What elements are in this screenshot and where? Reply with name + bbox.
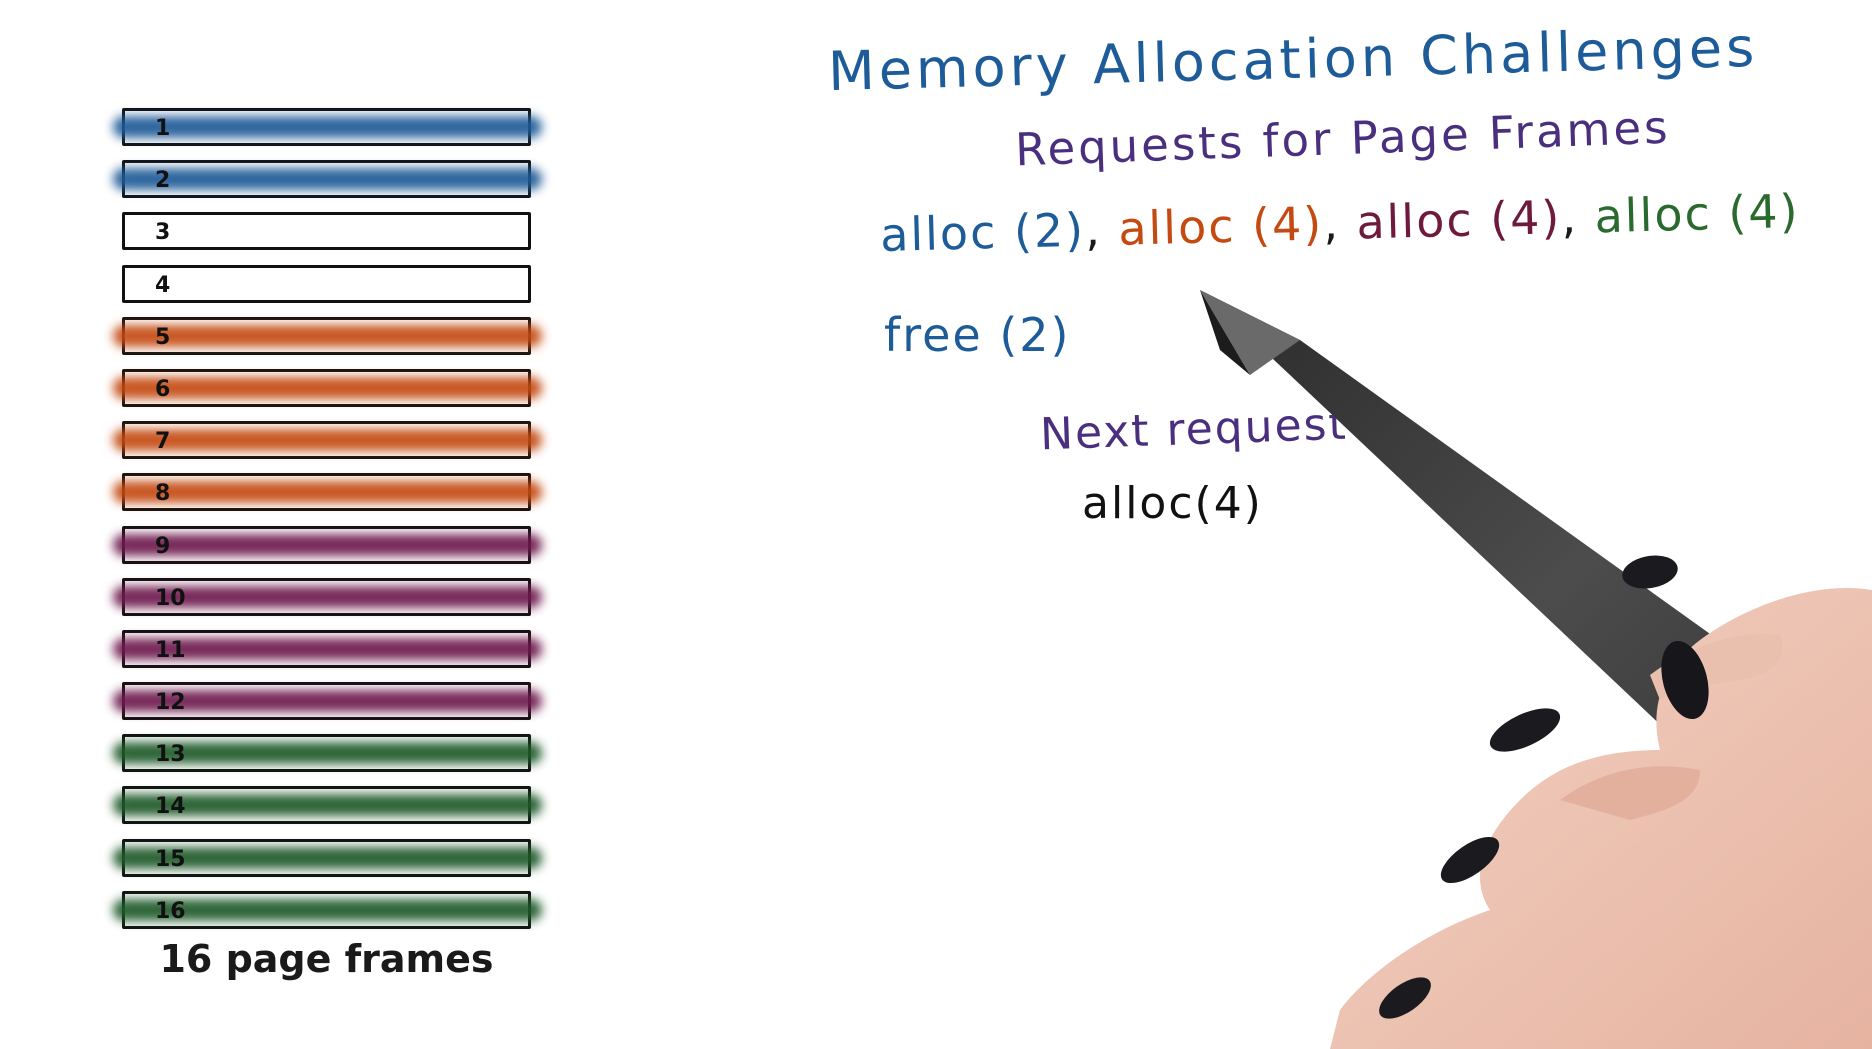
request-sequence: alloc (2), alloc (4), alloc (4), alloc (… [879,184,1800,262]
page-frame: 16 [113,890,542,929]
page-frame: 14 [113,786,542,825]
page-frame: 3 [122,212,531,251]
page-frame-fill [113,794,542,817]
page-frame: 4 [122,264,531,303]
alloc-request: alloc (2) [879,202,1086,263]
page-frame-number: 6 [155,376,171,402]
page-frame-fill [113,481,542,504]
alloc-request: alloc (4) [1593,183,1801,244]
page-frame: 5 [113,316,542,355]
page-frame-number: 10 [155,585,186,611]
request-separator: , [1560,189,1596,245]
page-frame-fill [113,846,542,869]
page-frame: 9 [113,525,542,564]
next-request-value: alloc(4) [1082,478,1263,529]
page-frame-fill [113,376,542,399]
page-frame: 13 [113,734,542,773]
page-frame-fill [113,898,542,921]
page-frame-number: 7 [155,429,171,455]
hand [1330,555,1872,1049]
page-frame: 8 [113,473,542,512]
page-frame-number: 14 [155,794,186,820]
page-frame-number: 15 [155,846,186,872]
page-frame: 11 [113,629,542,668]
page-frame: 12 [113,682,542,721]
page-frame: 15 [113,838,542,877]
page-frame-number: 3 [155,220,171,246]
page-frame-number: 5 [155,324,171,350]
page-frame-fill [113,690,542,713]
page-frame-fill [113,533,542,556]
page-frame-number: 11 [155,637,186,663]
page-frame-fill [113,324,542,347]
page-frame: 10 [113,577,542,616]
page-frame: 7 [113,421,542,460]
page-frame-number: 2 [155,168,171,194]
page-frames-caption: 16 page frames [159,937,494,981]
page-frame-fill [113,116,542,138]
page-frame-number: 12 [155,690,186,716]
page-frame-number: 4 [155,272,171,298]
request-separator: , [1084,201,1120,257]
page-frame-fill [113,637,542,660]
page-frame: 2 [113,160,542,199]
page-frame-fill [113,168,542,191]
page-frame-number: 1 [155,116,171,141]
page-frame-number: 9 [155,533,171,559]
page-frame-fill [113,742,542,765]
page-frame-fill [113,585,542,608]
pen-hand-illustration [1200,290,1872,1049]
page-frame-number: 8 [155,481,171,507]
alloc-request: alloc (4) [1117,196,1324,256]
alloc-request: alloc (4) [1355,190,1563,250]
page-frame: 6 [113,368,542,407]
page-frame: 1 [113,108,542,146]
slide-title: Memory Allocation Challenges [827,15,1759,104]
request-separator: , [1322,195,1358,251]
page-frame-number: 13 [155,742,186,768]
page-frame-number: 16 [155,898,186,924]
free-request: free (2) [884,308,1071,362]
page-frame-fill [113,429,542,452]
slide-subtitle: Requests for Page Frames [1014,100,1672,177]
